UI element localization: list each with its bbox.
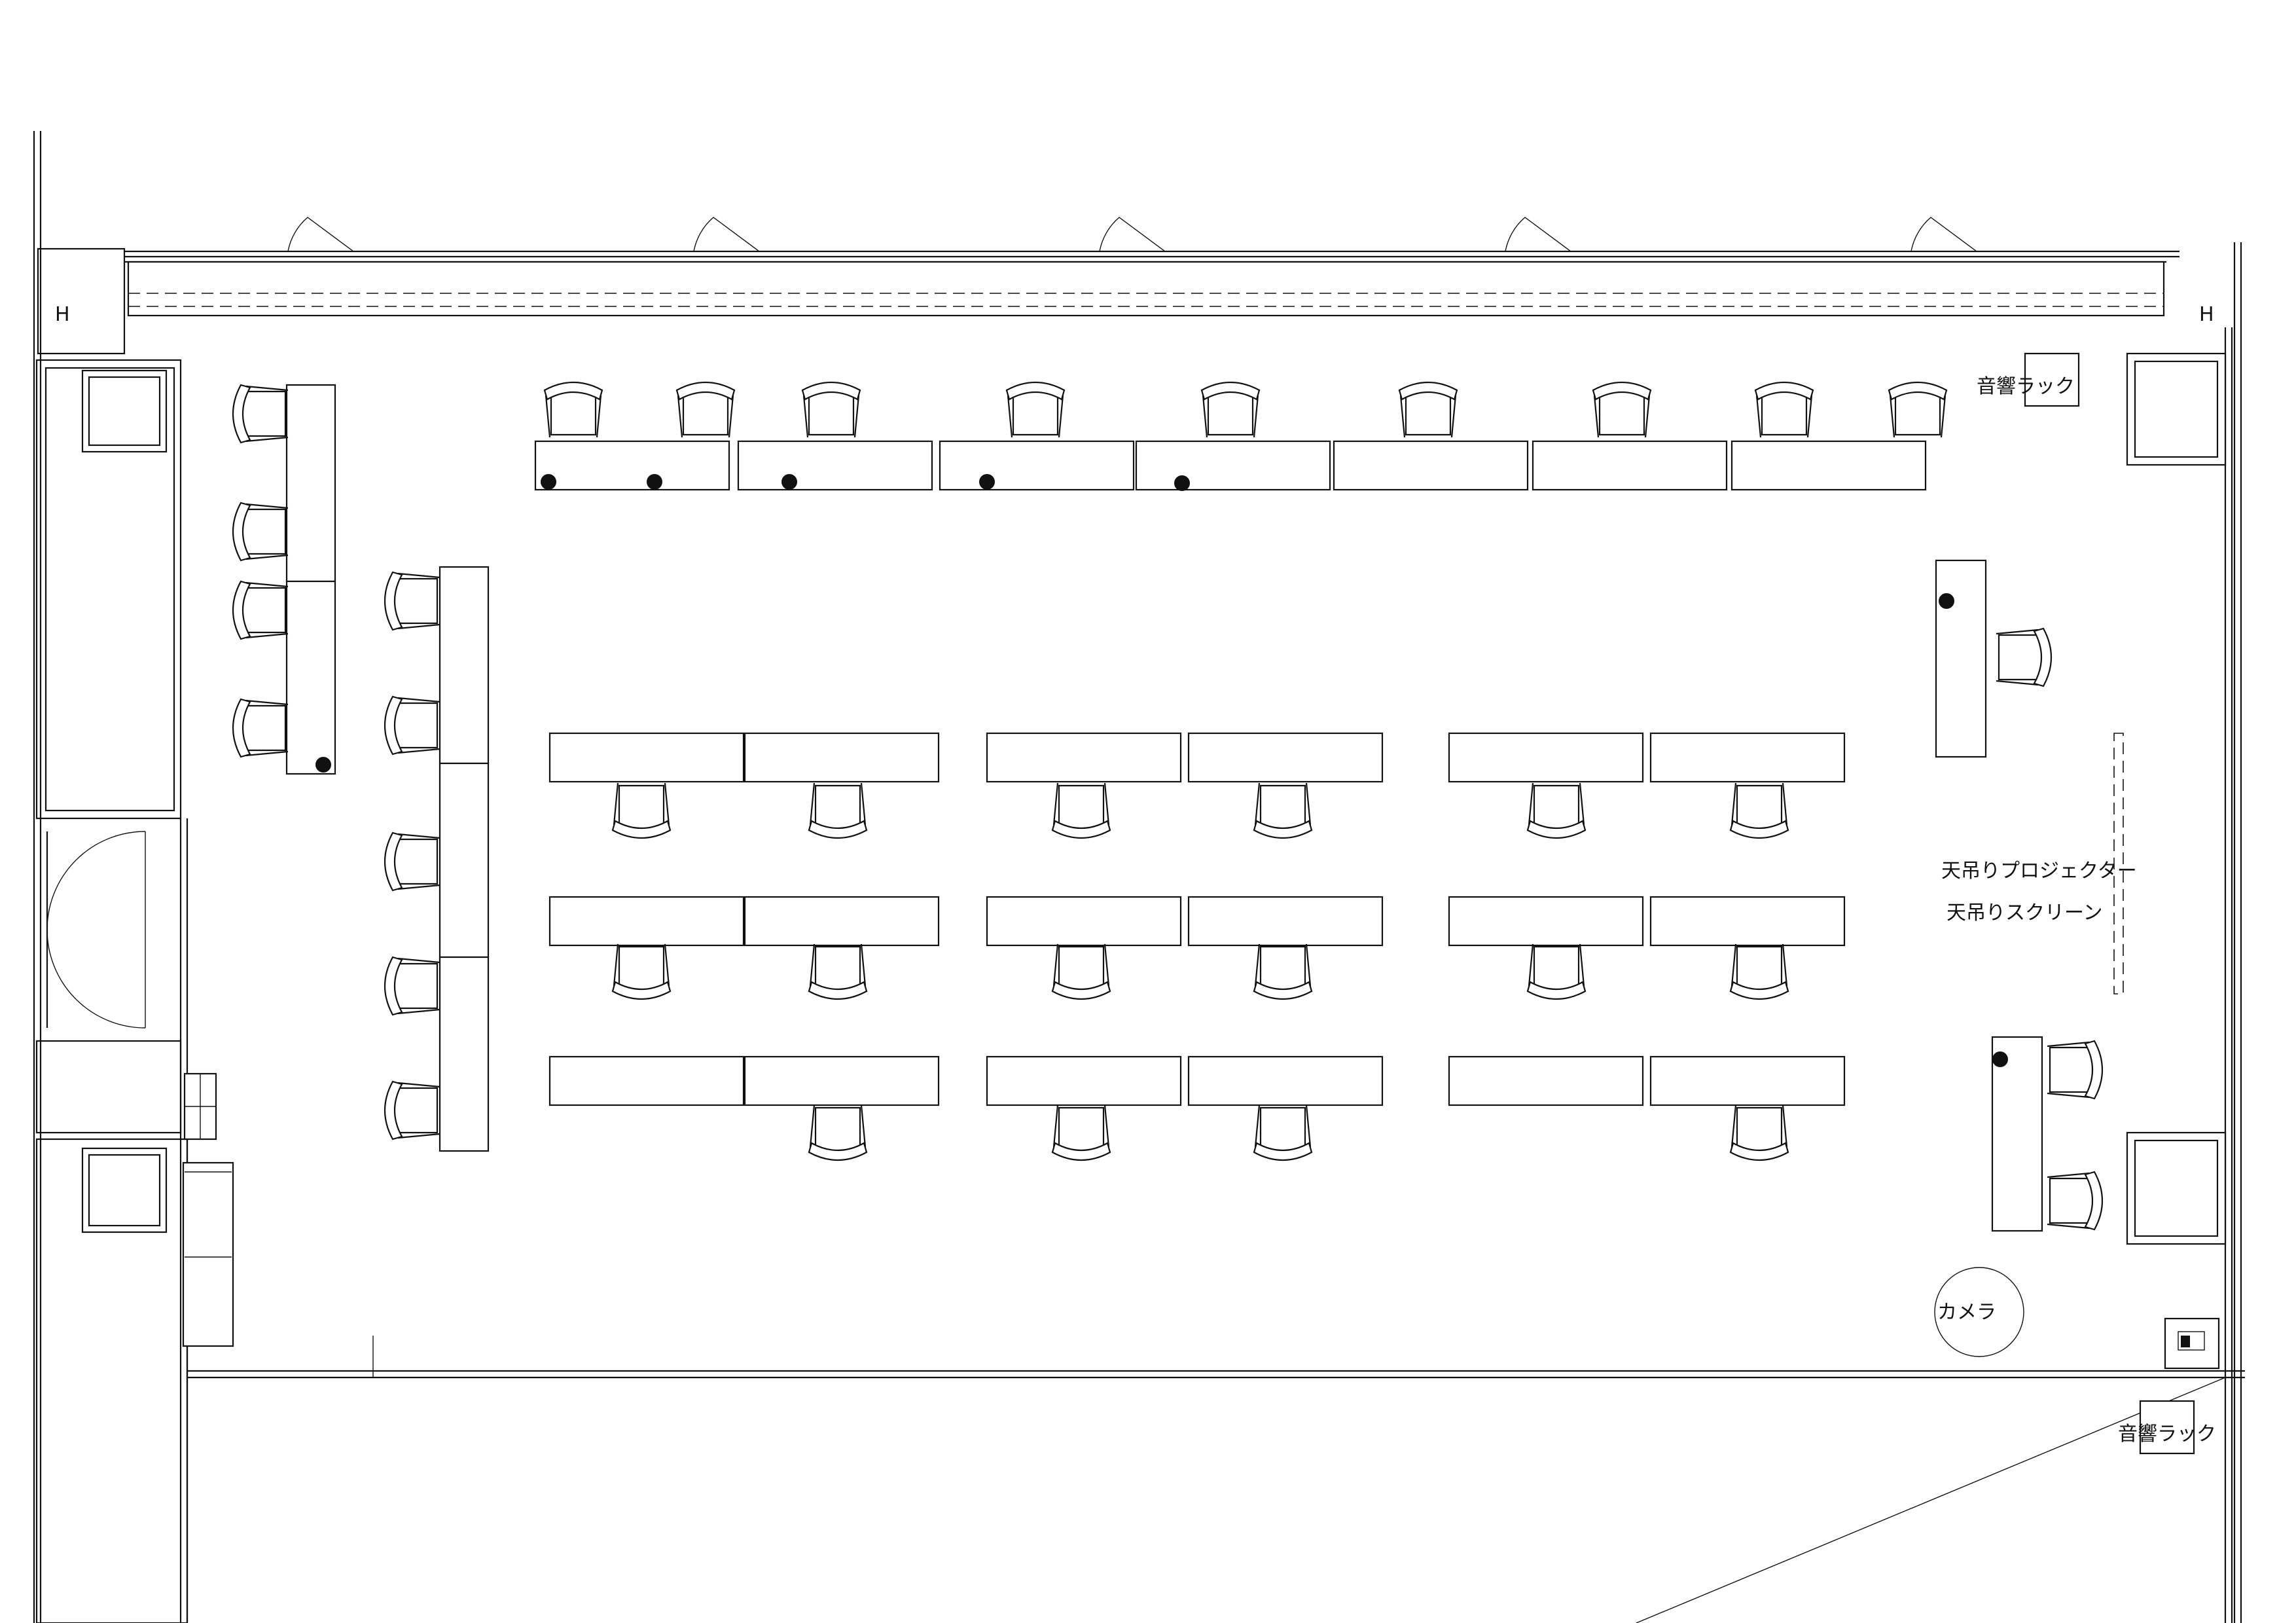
chair-icon xyxy=(2047,1171,2104,1231)
chair-icon xyxy=(1729,782,1789,839)
chair-icon xyxy=(384,695,440,756)
chair-icon xyxy=(1526,943,1587,1000)
chair-icon xyxy=(1253,782,1313,839)
chair-icon xyxy=(2047,1040,2104,1100)
power-outlet-icon xyxy=(647,474,662,490)
audio-rack-top xyxy=(2024,352,2080,407)
chair-icon xyxy=(232,501,289,562)
chair-icon xyxy=(808,943,868,1000)
left-desk-column xyxy=(285,384,490,1152)
chair-icon xyxy=(1592,381,1652,438)
chair-icon xyxy=(1051,782,1111,839)
chair-icon xyxy=(1200,381,1261,438)
chair-icon xyxy=(611,782,672,839)
chair-icon xyxy=(232,698,289,758)
chair-icon xyxy=(1888,381,1948,438)
top-desk-row xyxy=(534,440,1927,491)
chair-icon xyxy=(675,381,736,438)
chair-icon xyxy=(1729,1104,1789,1161)
chair-icon xyxy=(808,1104,868,1161)
column-mark-right: H xyxy=(2199,303,2214,326)
chair-icon xyxy=(1051,1104,1111,1161)
chair-icon xyxy=(1253,1104,1313,1161)
power-outlet-icon xyxy=(315,757,331,773)
chair-icon xyxy=(801,381,861,438)
audio-rack-label-bottom: 音響ラック xyxy=(2118,1423,2216,1446)
chair-icon xyxy=(1398,381,1458,438)
power-outlet-icon xyxy=(541,474,556,490)
chair-icon xyxy=(611,943,672,1000)
column-mark-left: H xyxy=(55,303,70,326)
power-outlet-icon xyxy=(781,474,797,490)
ceiling-screen-outline xyxy=(2113,733,2124,994)
ceiling-projector-label: 天吊りプロジェクター xyxy=(1941,860,2137,883)
audio-rack-bottom xyxy=(2139,1400,2195,1455)
chair-icon xyxy=(1051,943,1111,1000)
power-outlet-icon xyxy=(1174,475,1190,491)
ceiling-screen-label: 天吊りスクリーン xyxy=(1946,902,2103,924)
center-desk-grid xyxy=(548,732,1846,1106)
chair-icon xyxy=(384,956,440,1016)
chair-icon xyxy=(1005,381,1066,438)
chair-icon xyxy=(232,580,289,640)
chair-icon xyxy=(1253,943,1313,1000)
chair-icon xyxy=(384,831,440,892)
chair-icon xyxy=(232,384,289,444)
chair-icon xyxy=(543,381,603,438)
power-outlet-icon xyxy=(979,474,995,490)
right-desks xyxy=(1935,559,2043,1232)
chair-icon xyxy=(1526,782,1587,839)
chair-icon xyxy=(384,1080,440,1140)
chair-icon xyxy=(1729,943,1789,1000)
power-outlet-icon xyxy=(1939,593,1954,609)
walls xyxy=(33,131,2245,1623)
camera-label: カメラ xyxy=(1937,1301,1996,1324)
top-doors xyxy=(287,217,1977,252)
power-outlets xyxy=(315,474,2008,1067)
chair-icon xyxy=(1754,381,1814,438)
camera-icon xyxy=(1934,1267,2024,1357)
power-outlet-icon xyxy=(1992,1051,2008,1067)
chairs xyxy=(232,381,2104,1231)
chair-icon xyxy=(1996,627,2053,687)
chair-icon xyxy=(384,571,440,631)
audio-rack-label-top: 音響ラック xyxy=(1977,375,2075,398)
panel-icon xyxy=(2178,1331,2205,1351)
chair-icon xyxy=(808,782,868,839)
